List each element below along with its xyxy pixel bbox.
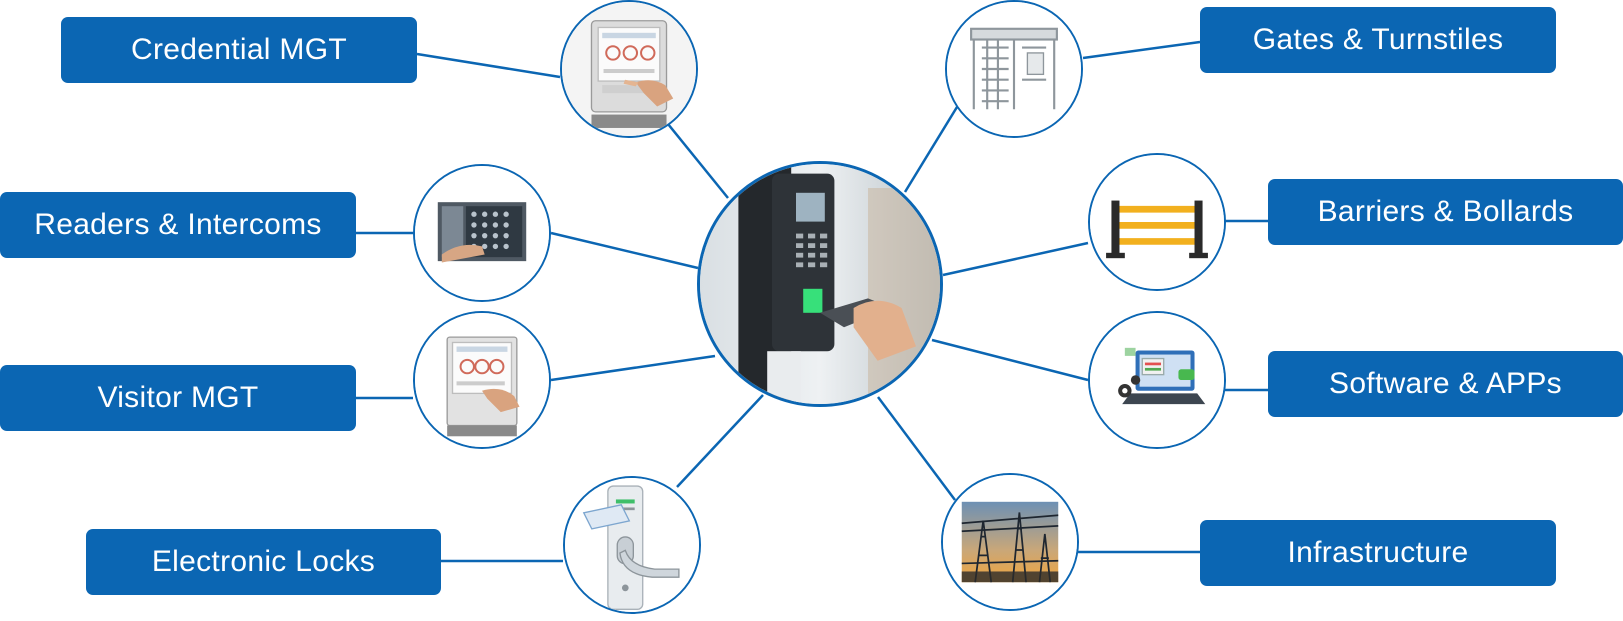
node-credential-mgt[interactable] xyxy=(560,0,698,138)
label-readers-intercoms[interactable]: Readers & Intercoms xyxy=(0,192,356,258)
touchscreen-kiosk-icon xyxy=(415,313,549,447)
connector-readers-hub xyxy=(550,231,699,270)
connector-infrastructure-hub xyxy=(876,396,957,501)
keycard-door-lock-icon xyxy=(565,478,699,612)
fingerprint-card-reader-icon xyxy=(700,164,940,404)
label-text: Infrastructure xyxy=(1287,536,1469,569)
label-text: Gates & Turnstiles xyxy=(1252,23,1504,56)
connector-software-hub xyxy=(931,338,1089,382)
node-readers-intercoms[interactable] xyxy=(413,164,551,302)
label-electronic-locks[interactable]: Electronic Locks xyxy=(86,529,441,595)
node-visitor-mgt[interactable] xyxy=(413,311,551,449)
label-visitor-mgt[interactable]: Visitor MGT xyxy=(0,365,356,431)
connector-locks-hub xyxy=(676,394,764,488)
hub-access-control-reader xyxy=(697,161,943,407)
connector-credential-label xyxy=(416,52,561,79)
label-text: Barriers & Bollards xyxy=(1317,195,1574,228)
connector-visitor-hub xyxy=(550,354,716,382)
connector-credential-hub xyxy=(667,123,729,199)
node-gates-turnstiles[interactable] xyxy=(945,0,1083,138)
label-software-apps[interactable]: Software & APPs xyxy=(1268,351,1623,417)
label-gates-turnstiles[interactable]: Gates & Turnstiles xyxy=(1200,7,1556,73)
connector-gates-hub xyxy=(903,106,959,193)
label-text: Software & APPs xyxy=(1329,367,1562,400)
node-infrastructure[interactable] xyxy=(941,473,1079,611)
node-barriers-bollards[interactable] xyxy=(1088,153,1226,291)
label-barriers-bollards[interactable]: Barriers & Bollards xyxy=(1268,179,1623,245)
barrier-bollard-icon xyxy=(1090,155,1224,289)
label-credential-mgt[interactable]: Credential MGT xyxy=(61,17,417,83)
laptop-software-icon xyxy=(1090,313,1224,447)
node-electronic-locks[interactable] xyxy=(563,476,701,614)
label-infrastructure[interactable]: Infrastructure xyxy=(1200,520,1556,586)
connector-barriers-hub xyxy=(942,241,1089,277)
connector-gates-label xyxy=(1082,40,1201,60)
touchscreen-kiosk-icon xyxy=(562,2,696,136)
label-text: Electronic Locks xyxy=(151,545,376,578)
label-text: Readers & Intercoms xyxy=(34,208,322,241)
node-software-apps[interactable] xyxy=(1088,311,1226,449)
label-text: Visitor MGT xyxy=(97,381,259,414)
full-height-turnstile-icon xyxy=(947,2,1081,136)
power-substation-icon xyxy=(943,475,1077,609)
label-text: Credential MGT xyxy=(131,33,347,66)
intercom-panel-icon xyxy=(415,166,549,300)
